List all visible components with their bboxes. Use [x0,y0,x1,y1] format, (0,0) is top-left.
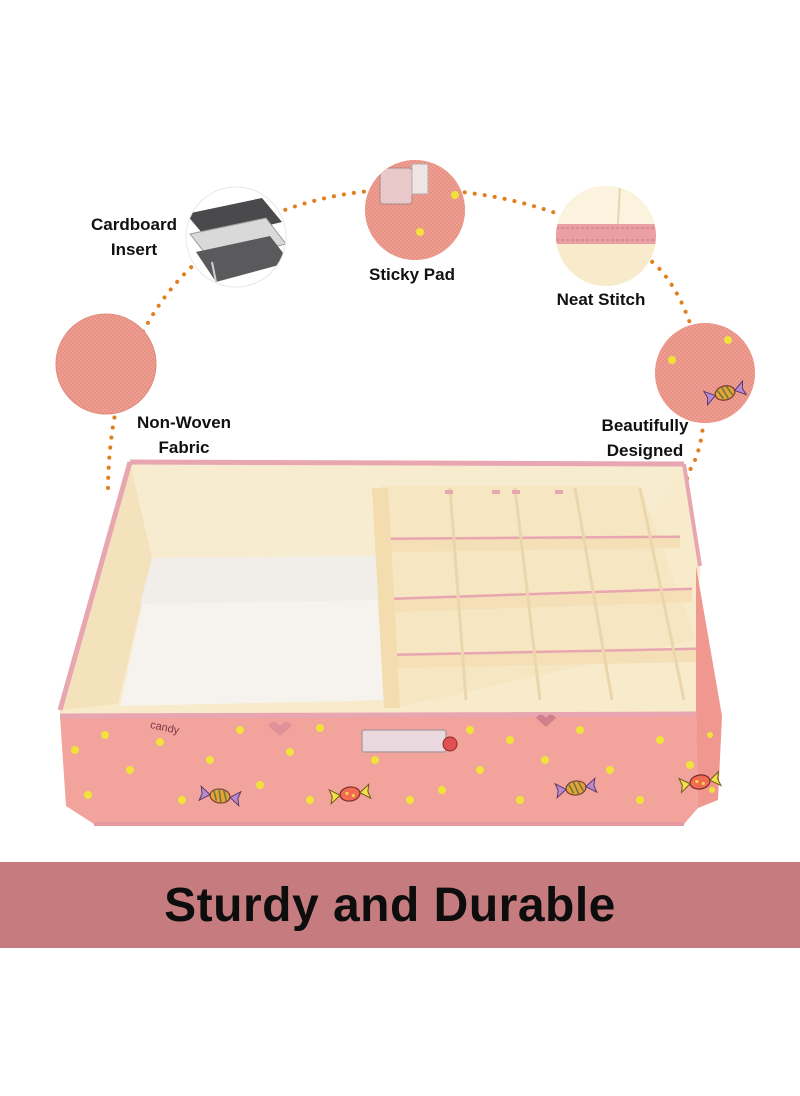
compartment-grid [372,486,697,708]
label-sticky-pad: Sticky Pad [369,265,455,284]
velcro-pad-icon [365,160,465,260]
front-panel [59,566,722,826]
label-beautifully-designed: Beautifully Designed [601,416,689,460]
cardboard-sheets-icon [185,186,287,288]
label-neat-stitch: Neat Stitch [556,290,646,309]
candy-print-icon [655,323,755,423]
label-cardboard-insert: Cardboard Insert [91,215,177,259]
headline-banner: Sturdy and Durable [0,862,800,948]
stitched-strip-icon [556,186,656,286]
banner-title: Sturdy and Durable [164,878,616,932]
dotted-arc [106,187,707,547]
fabric-swatch-icon [55,313,157,415]
label-non-woven-fabric: Non-Woven Fabric [136,413,232,457]
organizer-box [57,459,722,826]
